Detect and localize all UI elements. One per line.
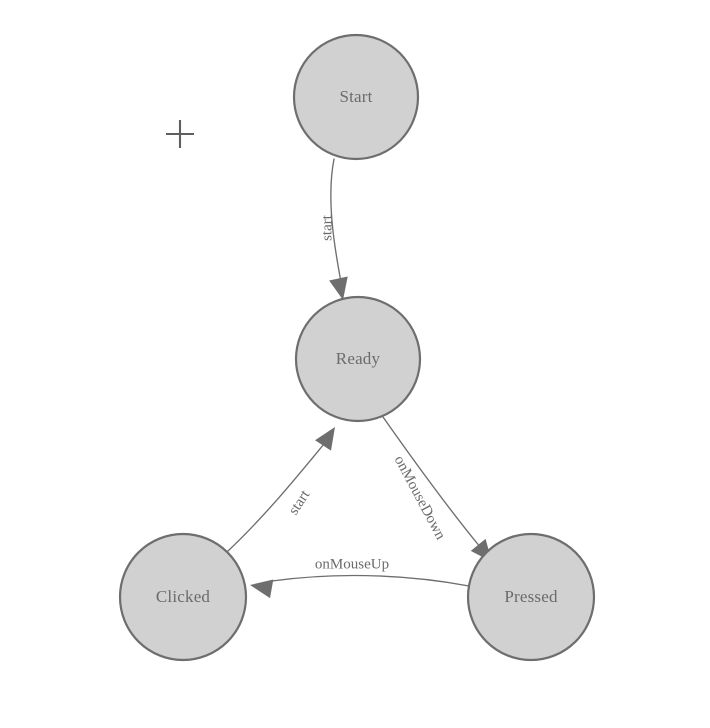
node-label: Start	[339, 87, 372, 106]
node-label: Ready	[336, 349, 381, 368]
node-ready[interactable]: Ready	[294, 295, 422, 423]
arrowhead-icon	[329, 276, 348, 300]
edge-clicked-to-ready[interactable]: start	[227, 422, 343, 552]
cursor-layer	[166, 120, 194, 148]
edge-label: start	[319, 214, 335, 241]
node-circle[interactable]	[118, 532, 248, 662]
edge-label: start	[286, 487, 314, 518]
node-clicked[interactable]: Clicked	[118, 532, 248, 662]
edge-label: onMouseUp	[315, 556, 389, 572]
arrowhead-icon	[250, 579, 274, 599]
node-label: Clicked	[156, 587, 211, 606]
edge-line	[330, 158, 342, 283]
edge-line	[382, 416, 482, 549]
edge-line	[227, 443, 325, 552]
node-pressed[interactable]: Pressed	[466, 532, 596, 662]
node-circle[interactable]	[292, 33, 420, 161]
node-start[interactable]: Start	[292, 33, 420, 161]
edge-ready-to-pressed[interactable]: onMouseDown	[382, 416, 499, 568]
edge-line	[271, 574, 470, 587]
node-label: Pressed	[504, 587, 558, 606]
arrowhead-icon	[315, 427, 335, 451]
edge-pressed-to-clicked[interactable]: onMouseUp	[248, 556, 470, 599]
edge-start-to-ready[interactable]: start	[319, 158, 352, 302]
node-circle[interactable]	[294, 295, 422, 423]
node-circle[interactable]	[466, 532, 596, 662]
crosshair-cursor	[166, 120, 194, 148]
edge-label: onMouseDown	[391, 453, 449, 543]
